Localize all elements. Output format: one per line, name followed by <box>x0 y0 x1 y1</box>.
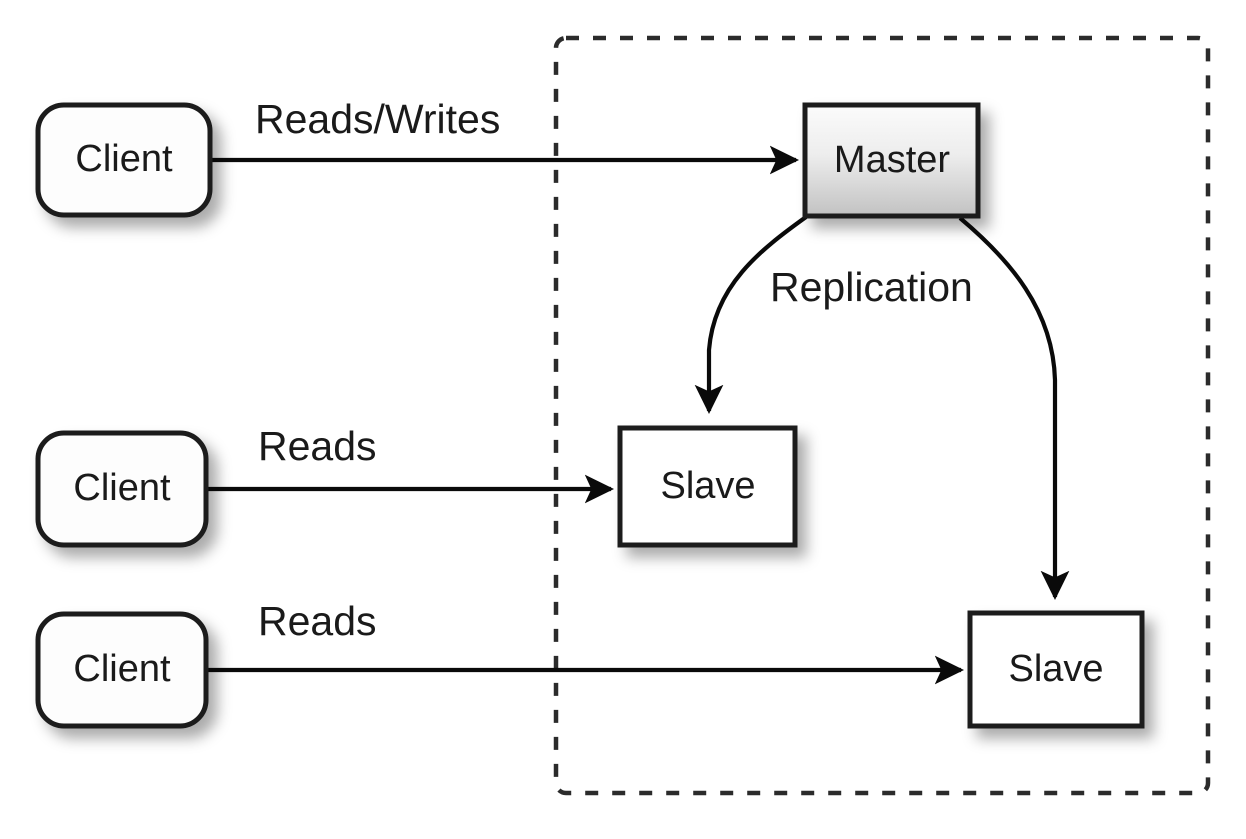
edge-label-reads-middle: Reads <box>258 423 377 469</box>
master-label: Master <box>834 139 950 181</box>
client-1-box[interactable] <box>35 102 213 218</box>
node-slave-1[interactable]: Slave <box>617 425 798 548</box>
node-client-3[interactable]: Client <box>35 611 209 729</box>
master-box[interactable] <box>802 102 981 219</box>
client-1-label: Client <box>75 138 173 180</box>
slave-1-box[interactable] <box>617 425 798 548</box>
edge-label-reads-writes: Reads/Writes <box>255 96 500 142</box>
client-3-box[interactable] <box>35 611 209 729</box>
edge-master-slave2 <box>958 216 1070 601</box>
node-client-2[interactable]: Client <box>35 430 209 548</box>
slave-2-box[interactable] <box>967 610 1145 729</box>
slave-2-label: Slave <box>1008 648 1103 690</box>
client-3-label: Client <box>73 648 171 690</box>
client-2-label: Client <box>73 467 171 509</box>
edge-label-reads-bottom: Reads <box>258 598 377 644</box>
client-2-box[interactable] <box>35 430 209 548</box>
edge-master-slave1 <box>694 215 808 415</box>
node-client-1[interactable]: Client <box>35 102 213 218</box>
node-master[interactable]: Master <box>802 102 981 219</box>
node-slave-2[interactable]: Slave <box>967 610 1145 729</box>
edge-label-replication: Replication <box>770 264 973 310</box>
database-cluster-boundary <box>553 35 1211 796</box>
slave-1-label: Slave <box>660 465 755 507</box>
